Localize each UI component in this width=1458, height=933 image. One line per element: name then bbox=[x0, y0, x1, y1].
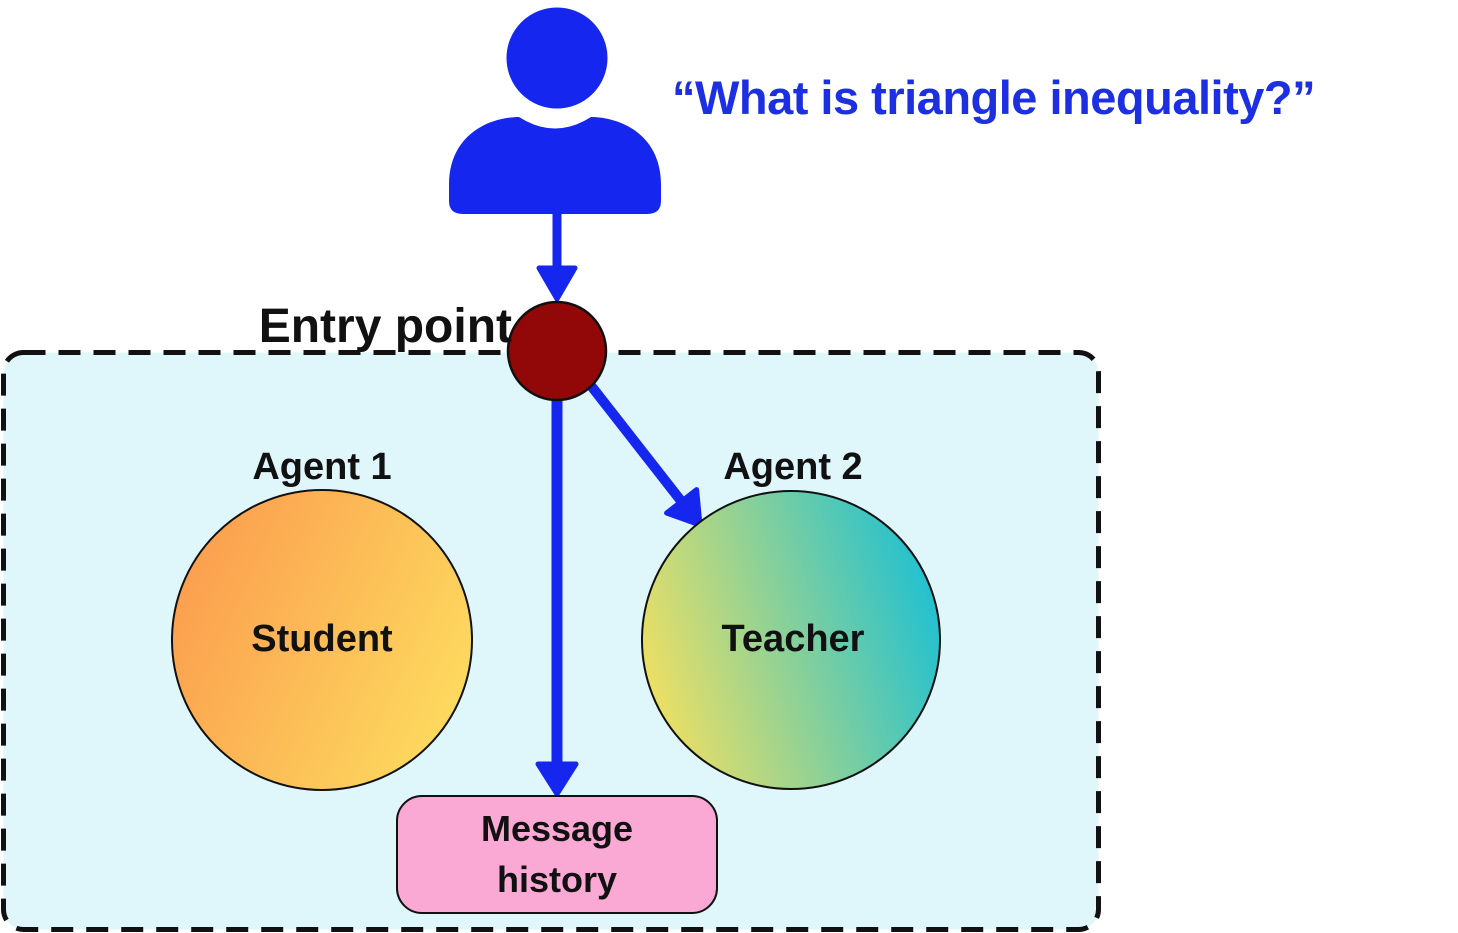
message-history-label: Message history bbox=[480, 808, 634, 900]
user-icon-body bbox=[449, 117, 661, 214]
agent1-role-text: Student bbox=[251, 618, 393, 660]
agent2-label: Agent 2 bbox=[723, 446, 863, 488]
message-history-box: Message history bbox=[396, 795, 718, 914]
agent2-circle bbox=[641, 490, 941, 790]
user-query-text: “What is triangle inequality?” bbox=[672, 71, 1316, 124]
agent1-circle bbox=[171, 489, 473, 791]
agent2-role-text: Teacher bbox=[721, 618, 865, 660]
entry-point-label: Entry point bbox=[258, 300, 512, 353]
arrow-user-to-entry bbox=[536, 213, 578, 302]
arrow-entry-to-history bbox=[535, 395, 579, 797]
entry-point-node bbox=[506, 300, 608, 402]
arrow-entry-to-agent2 bbox=[581, 374, 703, 528]
agent1-label: Agent 1 bbox=[252, 446, 392, 488]
user-icon-head bbox=[497, 0, 617, 118]
user-icon bbox=[449, 0, 661, 214]
